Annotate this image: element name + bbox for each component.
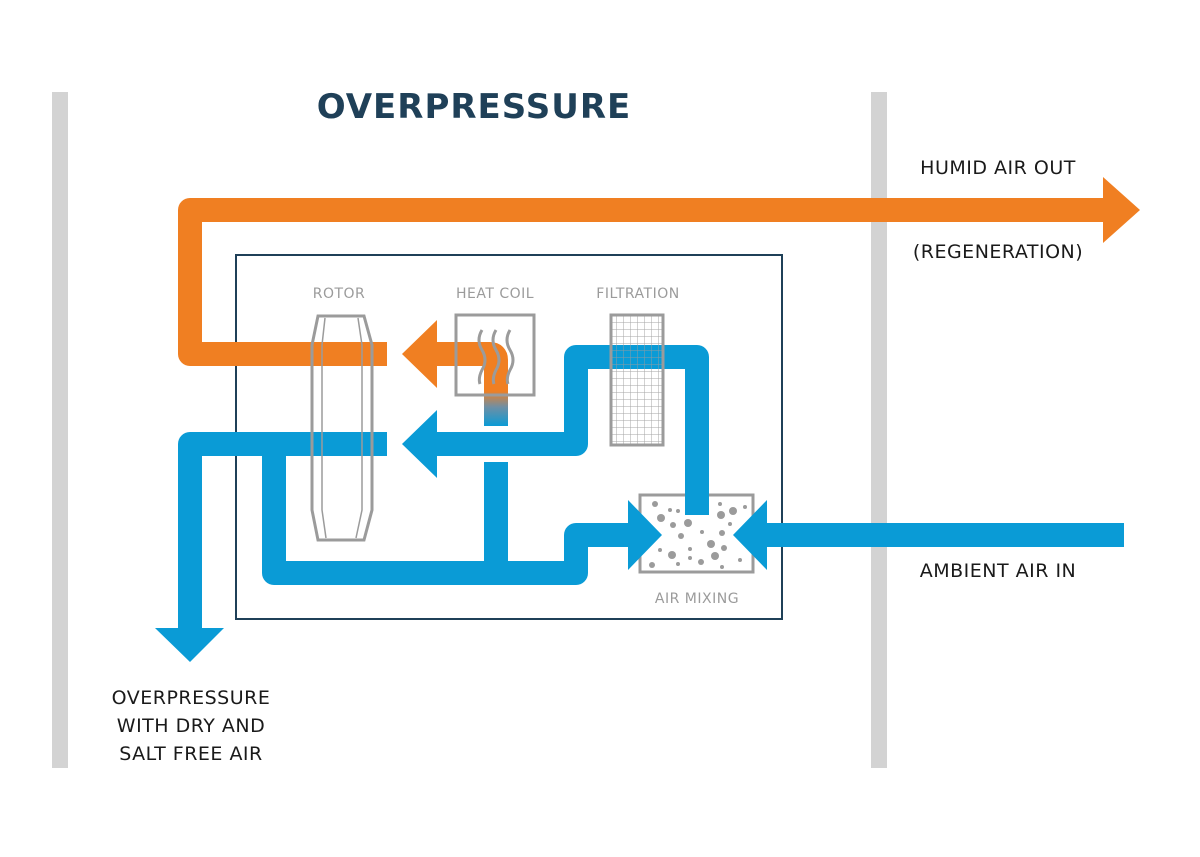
blue-pipe-supply [178, 432, 387, 632]
regeneration-label: (REGENERATION) [913, 241, 1083, 263]
blue-pipe-coil-feed [484, 462, 508, 573]
air-mixing-icon [628, 470, 767, 574]
coil-gradient-pipe [484, 372, 508, 426]
orange-pipe-loop [178, 198, 1105, 366]
supply-down-arrowhead [155, 628, 224, 662]
filtration-icon [609, 313, 665, 447]
orange-coil-pipe [436, 342, 508, 375]
orange-left-arrowhead [402, 320, 437, 388]
humid-air-out-arrowhead [1103, 177, 1140, 243]
rotor-label: ROTOR [313, 286, 366, 302]
regeneration-airflow [178, 177, 1140, 426]
blue-pipe-filter-loop [436, 345, 709, 505]
diagram-title: OVERPRESSURE [317, 87, 632, 127]
output-label-line3: SALT FREE AIR [119, 743, 263, 765]
filtration-label: FILTRATION [596, 286, 679, 302]
mixing-left-arrowhead [628, 500, 662, 570]
output-label-line1: OVERPRESSURE [112, 687, 271, 709]
process-airflow [155, 345, 1124, 662]
heat-coil-label: HEAT COIL [456, 286, 534, 302]
output-label-line2: WITH DRY AND [117, 715, 265, 737]
ambient-air-pipe [760, 523, 1124, 547]
ambient-air-in-label: AMBIENT AIR IN [920, 560, 1077, 582]
blue-pipe-bypass [262, 444, 630, 585]
rotor-icon [310, 314, 374, 542]
mixing-right-arrowhead [733, 500, 767, 570]
right-wall [871, 92, 887, 768]
humid-air-out-label: HUMID AIR OUT [920, 157, 1076, 179]
air-mixing-label: AIR MIXING [655, 591, 739, 607]
blue-left-arrowhead [402, 410, 437, 478]
left-wall [52, 92, 68, 768]
heat-coil-icon [454, 313, 536, 397]
overpressure-output-label: OVERPRESSURE WITH DRY AND SALT FREE AIR [112, 687, 271, 765]
